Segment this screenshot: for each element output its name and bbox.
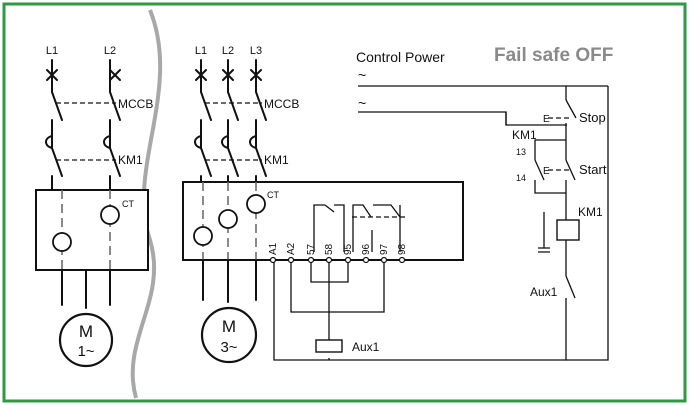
motor-3ph-letter: M bbox=[222, 317, 236, 336]
label-mccb-left: MCCB bbox=[118, 97, 153, 111]
label-pin-13: 13 bbox=[516, 147, 526, 157]
terminal-95: 95 bbox=[343, 243, 354, 255]
three-phase-circuit: L1 L2 L3 MCCB KM1 CT A1 A2 57 bbox=[182, 45, 464, 364]
ct-icon-l2 bbox=[218, 209, 238, 229]
label-phase-l3-3ph: L3 bbox=[250, 45, 262, 57]
ac-symbol-bottom: ~ bbox=[358, 95, 366, 111]
terminal-98: 98 bbox=[397, 243, 408, 255]
km1-coil-icon bbox=[556, 219, 580, 241]
label-phase-l1: L1 bbox=[46, 45, 58, 57]
terminal-96: 96 bbox=[361, 243, 372, 255]
ac-symbol-top: ~ bbox=[358, 67, 366, 83]
terminal-97: 97 bbox=[379, 243, 390, 255]
motor-1ph-phase: 1~ bbox=[77, 343, 94, 360]
control-circuit: Control Power Fail safe OFF ~ ~ E Stop E… bbox=[273, 45, 613, 361]
label-aux1-contact: Aux1 bbox=[530, 285, 558, 299]
start-push-marker: E bbox=[543, 166, 550, 177]
label-km1-aux: KM1 bbox=[512, 128, 537, 142]
motor-1ph-icon bbox=[58, 312, 114, 368]
label-km1-coil: KM1 bbox=[578, 205, 603, 219]
control-power-title: Control Power bbox=[356, 49, 445, 65]
terminal-a2: A2 bbox=[286, 242, 297, 255]
motor-3ph-icon bbox=[200, 306, 258, 364]
terminal-labels: A1 A2 57 58 95 96 97 98 bbox=[268, 242, 408, 255]
aux1-relay-coil-icon bbox=[315, 339, 343, 353]
label-aux1-relay: Aux1 bbox=[352, 340, 380, 354]
single-phase-circuit: L1 L2 MCCB KM1 CT M 1~ bbox=[35, 45, 153, 368]
relay-contacts-icon bbox=[313, 204, 406, 252]
label-stop: Stop bbox=[579, 110, 606, 125]
ct-icon-l3 bbox=[246, 194, 266, 214]
fail-safe-mode-title: Fail safe OFF bbox=[494, 45, 613, 66]
label-pin-14: 14 bbox=[516, 173, 526, 183]
stop-push-marker: E bbox=[543, 114, 550, 125]
motor-1ph-letter: M bbox=[79, 322, 93, 341]
label-phase-l2: L2 bbox=[104, 45, 116, 57]
ct-icon-left-top bbox=[100, 205, 120, 225]
terminal-57: 57 bbox=[306, 243, 317, 255]
terminal-58: 58 bbox=[324, 243, 335, 255]
label-phase-l1-3ph: L1 bbox=[195, 45, 207, 57]
label-km1-left: KM1 bbox=[118, 153, 143, 167]
label-mccb-3ph: MCCB bbox=[264, 97, 299, 111]
ct-icon-l1 bbox=[193, 226, 213, 246]
terminal-a1: A1 bbox=[268, 242, 279, 255]
label-phase-l2-3ph: L2 bbox=[222, 45, 234, 57]
label-ct-3ph: CT bbox=[267, 190, 279, 200]
motor-3ph-phase: 3~ bbox=[220, 339, 237, 356]
label-km1-3ph: KM1 bbox=[264, 153, 289, 167]
relay-box-left bbox=[35, 189, 149, 271]
ct-icon-left-bottom bbox=[52, 232, 72, 252]
label-ct-left: CT bbox=[122, 199, 134, 209]
label-start: Start bbox=[579, 162, 607, 177]
